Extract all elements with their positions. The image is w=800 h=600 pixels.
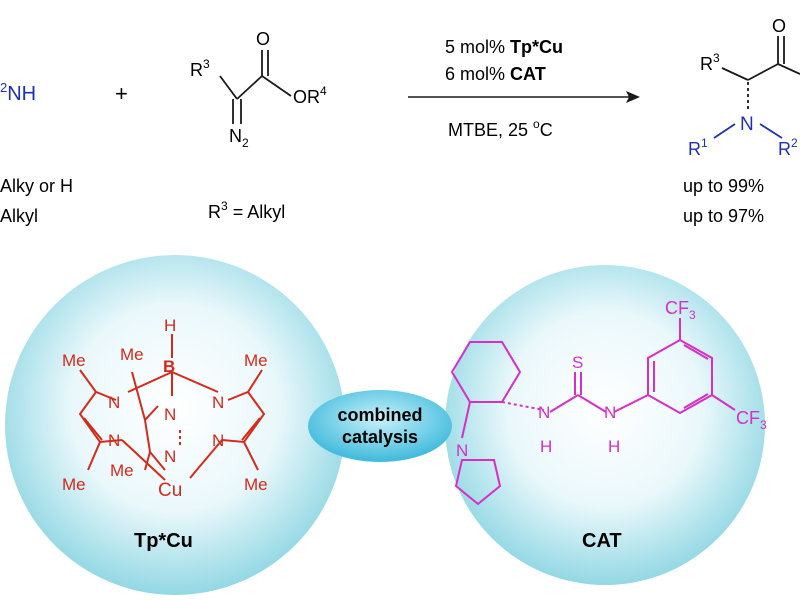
combined-catalysis-pill bbox=[308, 390, 452, 462]
cat-h-right: H bbox=[608, 437, 620, 456]
amine-note-r1: Alky or H bbox=[0, 176, 73, 196]
tp-methyl-right-top: Me bbox=[244, 351, 268, 370]
cat-thione-sulfur: S bbox=[572, 353, 583, 372]
diazo-ester-group: OR4 bbox=[293, 84, 327, 107]
tp-cu-bubble bbox=[5, 255, 345, 595]
tp-n-center-top: N bbox=[164, 405, 176, 424]
product-r1: R1 bbox=[688, 136, 708, 159]
product-r3: R3 bbox=[700, 51, 720, 74]
combined-label-line1: combined bbox=[337, 405, 422, 425]
condition-catalyst-loading: 5 mol% Tp*Cu bbox=[445, 37, 563, 57]
combined-label-line2: catalysis bbox=[342, 427, 418, 447]
cat-pyrrolidine-n: N bbox=[456, 441, 468, 460]
amine-fragment: 2NH bbox=[0, 80, 36, 105]
cat-nh-right: N bbox=[604, 403, 616, 422]
product-yield: up to 99% bbox=[683, 176, 764, 196]
tp-n-center-bottom: N bbox=[164, 447, 176, 466]
tp-methyl-right-bottom: Me bbox=[244, 475, 268, 494]
tp-n-right-top: N bbox=[212, 393, 224, 412]
tp-cu-label: Tp*Cu bbox=[134, 530, 193, 552]
tp-methyl-left-bottom: Me bbox=[62, 475, 86, 494]
tp-hydride-h: H bbox=[164, 316, 176, 335]
diazo-carbonyl-oxygen: O bbox=[256, 29, 270, 49]
tp-n-left-bottom: N bbox=[108, 431, 120, 450]
diazo-r3-definition: R3 = Alkyl bbox=[208, 199, 285, 222]
cat-nh-left: N bbox=[538, 403, 550, 422]
diazo-r3: R3 bbox=[190, 57, 210, 80]
tp-cu-structure bbox=[78, 334, 266, 481]
product-r2: R2 bbox=[778, 136, 798, 159]
tp-methyl-left-top: Me bbox=[62, 351, 86, 370]
plus-sign: + bbox=[115, 81, 128, 106]
tp-n-left-top: N bbox=[108, 393, 120, 412]
product-ee: up to 97% bbox=[683, 206, 764, 226]
cat-cf3-bottom: CF3 bbox=[736, 408, 767, 432]
tp-methyl-center-bottom: Me bbox=[110, 461, 134, 480]
diazo-n2: N2 bbox=[229, 126, 249, 150]
product-carbonyl-oxygen: O bbox=[772, 16, 786, 36]
cat-structure bbox=[450, 318, 736, 506]
tp-boron: B bbox=[163, 357, 175, 376]
tp-copper: Cu bbox=[158, 480, 182, 501]
amine-note-r2: Alkyl bbox=[0, 206, 38, 226]
tp-n-right-bottom: N bbox=[212, 431, 224, 450]
product-nitrogen: N bbox=[740, 114, 754, 135]
condition-cocatalyst-loading: 6 mol% CAT bbox=[445, 64, 546, 84]
diazo-ester-structure bbox=[219, 50, 292, 124]
cat-cf3-top: CF3 bbox=[665, 298, 696, 322]
reaction-arrow bbox=[408, 91, 640, 103]
cat-label: CAT bbox=[582, 530, 622, 552]
cat-h-left: H bbox=[540, 437, 552, 456]
product-structure bbox=[713, 36, 800, 139]
condition-solvent-temperature: MTBE, 25 oC bbox=[448, 117, 553, 140]
tp-methyl-center-top: Me bbox=[120, 345, 144, 364]
